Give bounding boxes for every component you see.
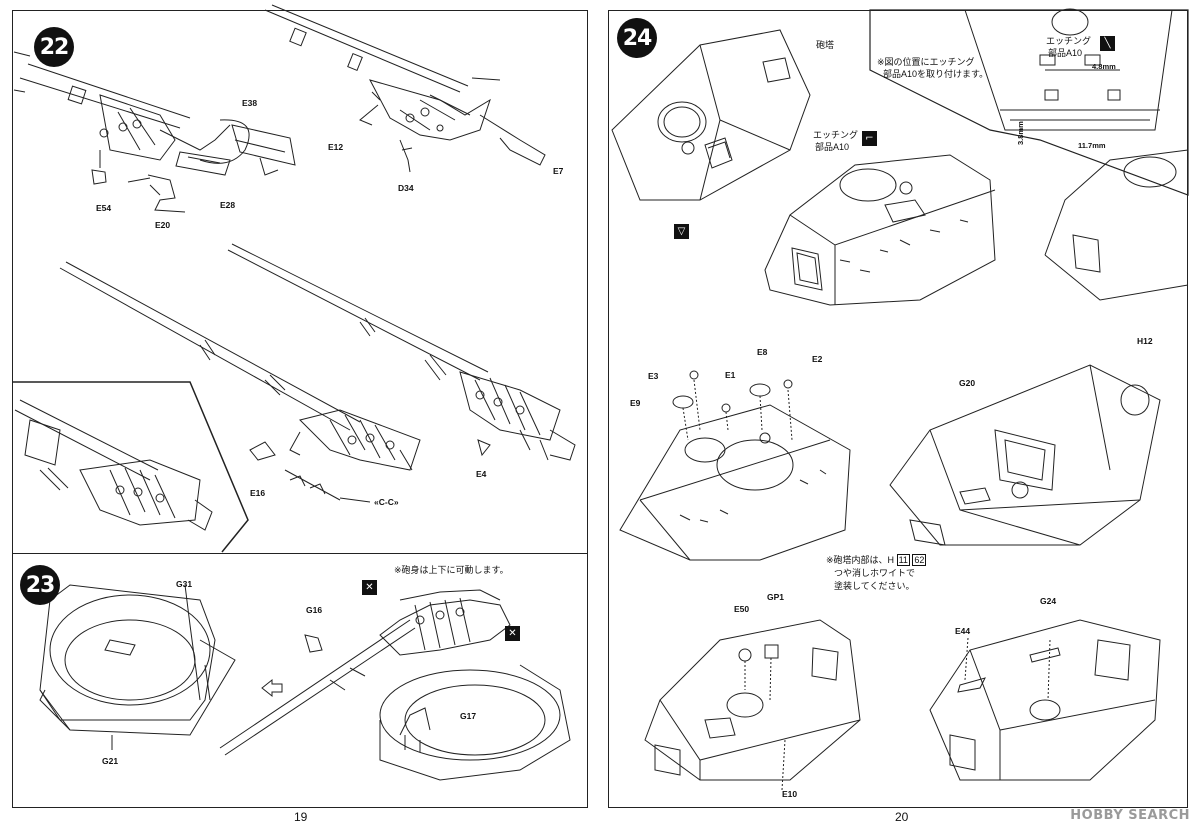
part-label-e1: E1 [725, 370, 736, 380]
part-label-e2: E2 [812, 354, 823, 364]
part-label-e50: E50 [734, 604, 750, 614]
part-label-e44: E44 [955, 626, 971, 636]
step-23-badge: 23 [20, 565, 60, 605]
no-glue-icon: ✕ [362, 580, 377, 595]
part-label-g17: G17 [460, 711, 477, 721]
step-23-frame [12, 553, 588, 808]
page-number-left: 19 [294, 810, 308, 824]
part-label-g16: G16 [306, 605, 323, 615]
paint-code-2: 62 [912, 554, 927, 566]
interior-paint-note-2: つや消しホワイトで [834, 568, 916, 578]
part-label-e16: E16 [250, 488, 266, 498]
part-label-e3: E3 [648, 371, 659, 381]
etched-part-icon-2: ╲ [1100, 36, 1115, 51]
part-label-d34: D34 [398, 183, 414, 193]
etch-place-note-2: 部品A10を取り付けます。 [883, 69, 989, 79]
part-label-e8: E8 [757, 347, 768, 357]
etching-label-right-2: 部品A10 [1048, 48, 1083, 58]
part-label-g24: G24 [1040, 596, 1057, 606]
step-22-badge: 22 [34, 27, 74, 67]
dimension-11-7: 11.7mm [1078, 141, 1106, 150]
part-label-e28: E28 [220, 200, 236, 210]
watermark-logo: HOBBY SEARCH [1070, 808, 1190, 823]
no-glue-icon-2: ✕ [505, 626, 520, 641]
part-label-gp1: GP1 [767, 592, 785, 602]
dimension-3-8: 3.8mm [1016, 121, 1025, 145]
barrel-top-left [13, 51, 250, 164]
interior-paint-note-3: 塗装してください。 [834, 581, 915, 591]
cement-icon: ▽ [674, 224, 689, 239]
part-label-g20: G20 [959, 378, 976, 388]
part-label-e38: E38 [242, 98, 258, 108]
etched-part-icon: ⌐ [862, 131, 877, 146]
paint-code-1: 11 [896, 554, 910, 566]
part-label-e10: E10 [782, 789, 798, 799]
etching-label-1: エッチング [813, 130, 859, 140]
etching-label-right-1: エッチング [1046, 36, 1092, 46]
step-24-badge: 24 [617, 18, 657, 58]
part-label-e54: E54 [96, 203, 112, 213]
part-label-h12: H12 [1137, 336, 1153, 346]
interior-paint-note-1: ※砲塔内部は、H 11 62 [826, 554, 927, 566]
part-label-e7: E7 [553, 166, 564, 176]
turret-label: 砲塔 [816, 40, 835, 50]
part-label-g31: G31 [176, 579, 193, 589]
etching-label-2: 部品A10 [815, 142, 850, 152]
page-number-right: 20 [895, 810, 909, 824]
barrel-movable-note: ※砲身は上下に可動します。 [394, 565, 509, 575]
part-label-e12: E12 [328, 142, 344, 152]
part-label-e9: E9 [630, 398, 641, 408]
etch-place-note-1: ※図の位置にエッチング [877, 57, 975, 67]
part-label-cc: «C-C» [374, 497, 399, 507]
part-label-e20: E20 [155, 220, 171, 230]
part-label-e4: E4 [476, 469, 487, 479]
part-label-g21: G21 [102, 756, 119, 766]
dimension-4-8: 4.8mm [1092, 62, 1116, 71]
